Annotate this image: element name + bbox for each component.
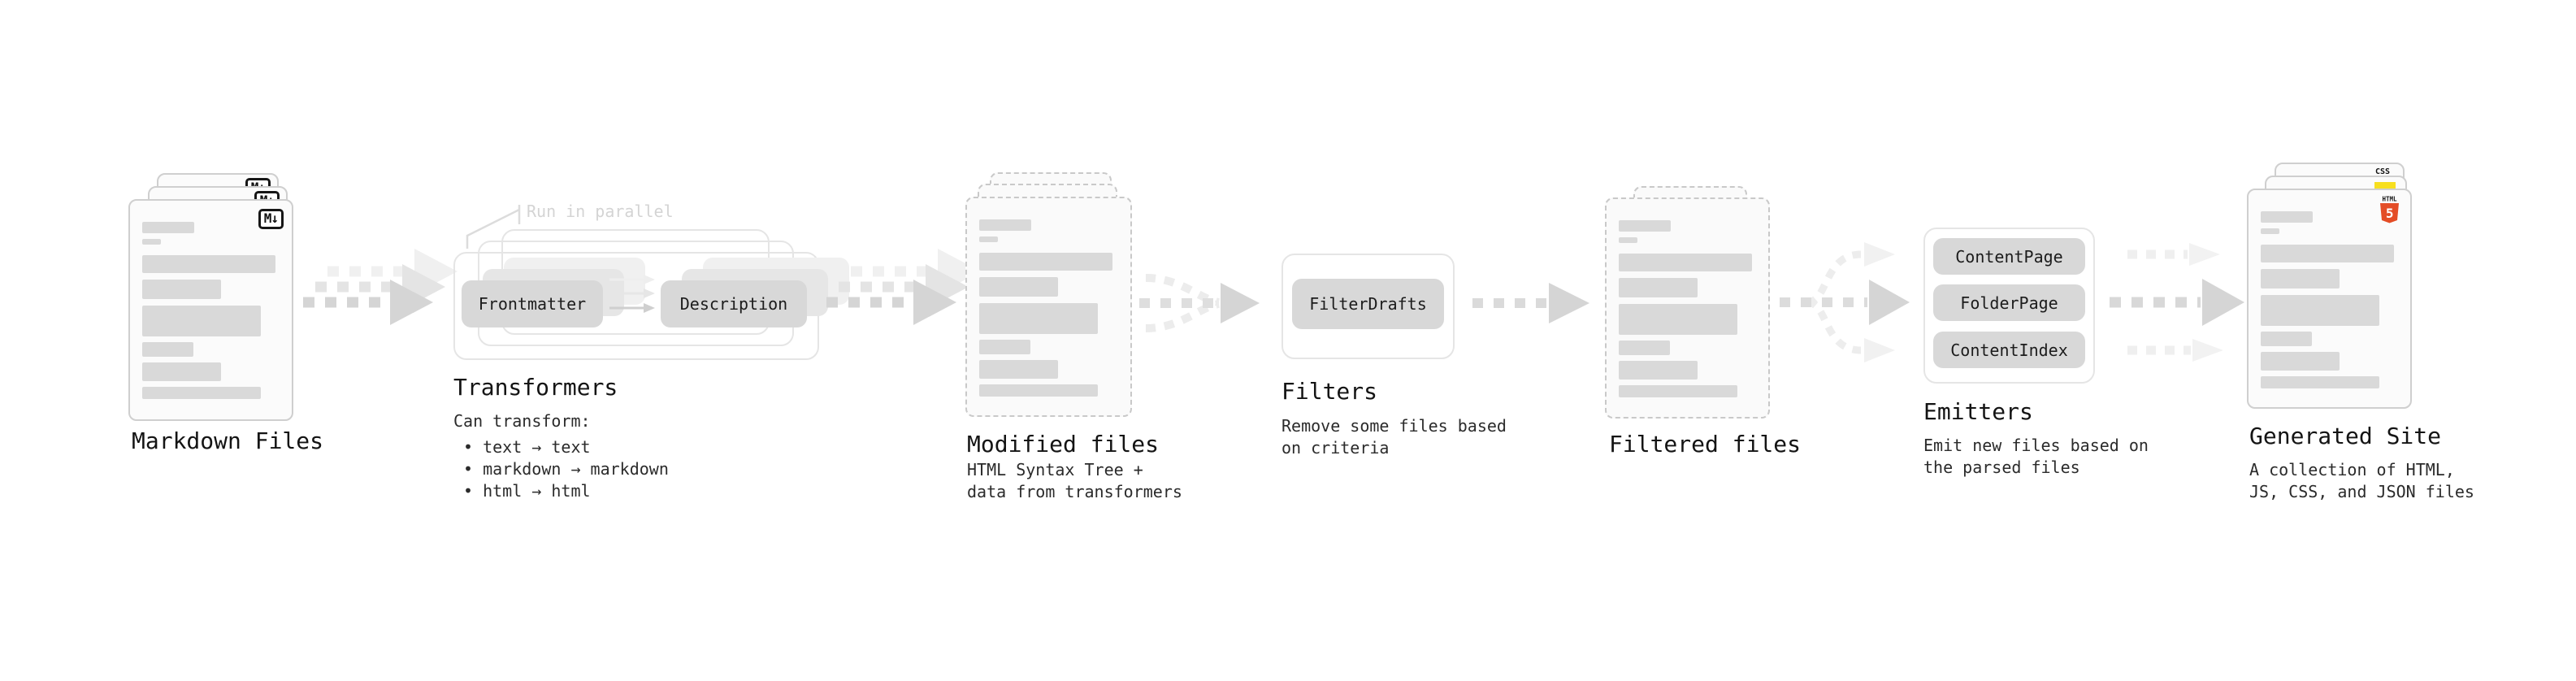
placeholder-bar <box>142 306 261 336</box>
stage-label: Modified files <box>967 431 1160 458</box>
stage-transformers: Run in parallel Frontmatter Description … <box>453 195 849 536</box>
description-bullet: • text → text <box>463 437 591 457</box>
annotation-connector <box>466 205 521 249</box>
transformer-node-description: Description <box>661 280 807 327</box>
description-bullet: • markdown → markdown <box>463 459 669 479</box>
placeholder-bar <box>979 303 1098 334</box>
placeholder-bar <box>142 387 261 399</box>
placeholder-bar <box>1619 278 1698 297</box>
stage-generated-site: CSS HTML 5 Generated Site A collection o… <box>2247 163 2474 520</box>
stage-description: HTML Syntax Tree + data from transformer… <box>967 459 1182 503</box>
placeholder-bar <box>2261 245 2394 262</box>
placeholder-bar <box>2261 228 2279 234</box>
emitter-node-contentindex: ContentIndex <box>1933 332 2085 368</box>
placeholder-bar <box>1619 340 1670 355</box>
svg-text:HTML: HTML <box>2382 196 2397 203</box>
html5-icon: HTML 5 <box>2380 196 2399 223</box>
placeholder-bar <box>979 253 1112 271</box>
parallel-arrows-icon <box>609 275 655 313</box>
description-bullet: • html → html <box>463 481 591 501</box>
placeholder-bar <box>1619 237 1637 243</box>
placeholder-bar <box>142 362 221 381</box>
stage-emitters: ContentPage FolderPage ContentIndex Emit… <box>1923 228 2167 488</box>
description-line: Remove some files based <box>1281 416 1507 436</box>
placeholder-bar <box>2261 269 2340 288</box>
placeholder-bar <box>142 239 161 245</box>
stage-label: Transformers <box>453 374 618 401</box>
placeholder-bar <box>979 277 1058 297</box>
placeholder-bar <box>142 255 275 273</box>
placeholder-bar <box>1619 254 1752 271</box>
transformer-node-frontmatter: Frontmatter <box>462 280 603 327</box>
markdown-icon: M↓ <box>258 209 284 229</box>
placeholder-bar <box>2261 352 2340 371</box>
file-content-placeholder <box>979 219 1118 397</box>
file-content-placeholder <box>142 222 280 399</box>
description-line: JS, CSS, and JSON files <box>2249 482 2474 501</box>
placeholder-bar <box>2261 211 2313 223</box>
description-line: HTML Syntax Tree + <box>967 460 1143 479</box>
description-line: data from transformers <box>967 482 1182 501</box>
placeholder-bar <box>979 340 1030 354</box>
stage-label: Filtered files <box>1609 431 1802 458</box>
flow-arrow-transformers-to-modified <box>826 249 981 325</box>
placeholder-bar <box>1619 220 1671 232</box>
file-card <box>965 197 1132 417</box>
emitters-box <box>1923 228 2095 384</box>
stage-description: Remove some files based on criteria <box>1281 415 1507 459</box>
run-in-parallel-annotation: Run in parallel <box>527 202 674 221</box>
flow-arrow-markdown-to-transformers <box>303 249 458 325</box>
description-line: the parsed files <box>1923 458 2080 477</box>
svg-text:5: 5 <box>2386 206 2394 221</box>
stage-label: Generated Site <box>2249 423 2442 449</box>
emitter-node-folderpage: FolderPage <box>1933 284 2085 321</box>
flow-arrow-modified-to-filters <box>1139 274 1260 332</box>
flow-arrow-filtered-to-emitters <box>1780 242 1910 362</box>
placeholder-bar <box>142 280 221 299</box>
stage-label: Filters <box>1281 378 1378 405</box>
description-line: A collection of HTML, <box>2249 460 2455 479</box>
flow-arrow-filters-to-filtered <box>1472 283 1589 323</box>
stage-filters: FilterDrafts Filters Remove some files b… <box>1281 254 1525 481</box>
file-card <box>1605 197 1770 419</box>
placeholder-bar <box>1619 304 1737 335</box>
stage-label: Markdown Files <box>132 427 324 454</box>
placeholder-bar <box>979 236 998 242</box>
placeholder-bar <box>2261 332 2312 346</box>
placeholder-bar <box>1619 385 1737 397</box>
stage-markdown-files: M↓ M↓ M↓ Markdown Files <box>128 173 340 482</box>
placeholder-bar <box>2261 295 2379 326</box>
stage-modified-files: Modified files HTML Syntax Tree + data f… <box>965 172 1182 514</box>
description-line: Can transform: <box>453 411 591 431</box>
file-content-placeholder <box>1619 220 1756 397</box>
stage-description: Can transform: • text → text • markdown … <box>453 410 669 502</box>
placeholder-bar <box>979 384 1098 397</box>
filter-node-filterdrafts: FilterDrafts <box>1292 279 1444 329</box>
placeholder-bar <box>979 219 1031 231</box>
file-card: HTML 5 <box>2247 189 2412 409</box>
stage-label: Emitters <box>1923 398 2033 425</box>
emitter-node-contentpage: ContentPage <box>1933 238 2085 275</box>
flow-arrow-emitters-to-generated <box>2110 243 2244 362</box>
placeholder-bar <box>142 342 193 357</box>
filters-box <box>1281 254 1455 359</box>
stage-filtered-files: Filtered files <box>1605 186 1808 495</box>
file-content-placeholder <box>2261 211 2398 388</box>
placeholder-bar <box>1619 361 1698 380</box>
description-line: Emit new files based on <box>1923 436 2149 455</box>
file-card: M↓ <box>128 199 293 421</box>
placeholder-bar <box>2261 376 2379 388</box>
stage-description: A collection of HTML, JS, CSS, and JSON … <box>2249 459 2474 503</box>
description-line: on criteria <box>1281 438 1390 458</box>
placeholder-bar <box>142 222 194 233</box>
placeholder-bar <box>979 360 1058 379</box>
stage-description: Emit new files based on the parsed files <box>1923 435 2149 479</box>
css-icon-label: CSS <box>2374 167 2391 176</box>
